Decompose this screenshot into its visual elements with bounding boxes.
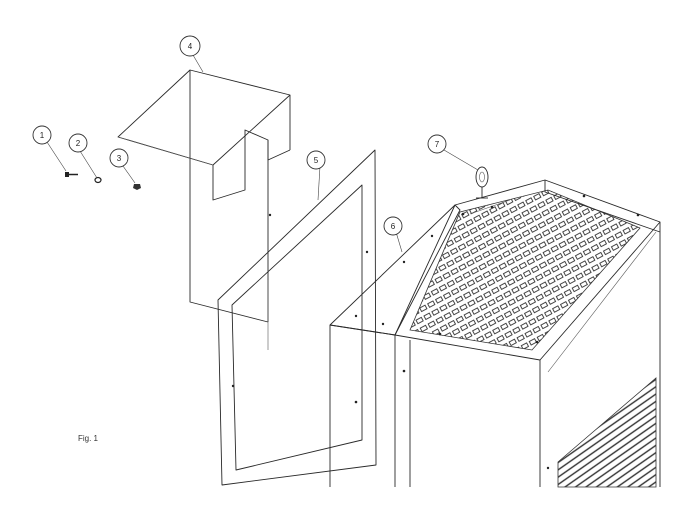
fastener-nut-part [133, 184, 141, 190]
callout-4: 4 [179, 35, 201, 57]
callout-7: 7 [427, 134, 447, 154]
svg-text:5: 5 [314, 156, 319, 165]
callout-6: 6 [383, 216, 403, 236]
svg-text:7: 7 [435, 140, 440, 149]
callout-2: 2 [68, 133, 88, 153]
callout-1: 1 [32, 125, 52, 145]
svg-text:2: 2 [76, 139, 81, 148]
figure-label: Fig. 1 [78, 434, 99, 443]
svg-text:6: 6 [391, 222, 396, 231]
svg-text:3: 3 [117, 154, 122, 163]
cabinet-body-part [329, 179, 661, 488]
top-cover-part [117, 69, 291, 323]
leader-lines [46, 54, 479, 253]
callout-5: 5 [306, 150, 326, 170]
svg-text:1: 1 [40, 131, 45, 140]
lifting-eye-part [475, 166, 489, 199]
fastener-washer-part [94, 176, 102, 184]
callout-3: 3 [109, 148, 129, 168]
gasket-frame-part [217, 149, 377, 486]
svg-text:4: 4 [188, 42, 193, 51]
fastener-screw-part [65, 172, 78, 177]
